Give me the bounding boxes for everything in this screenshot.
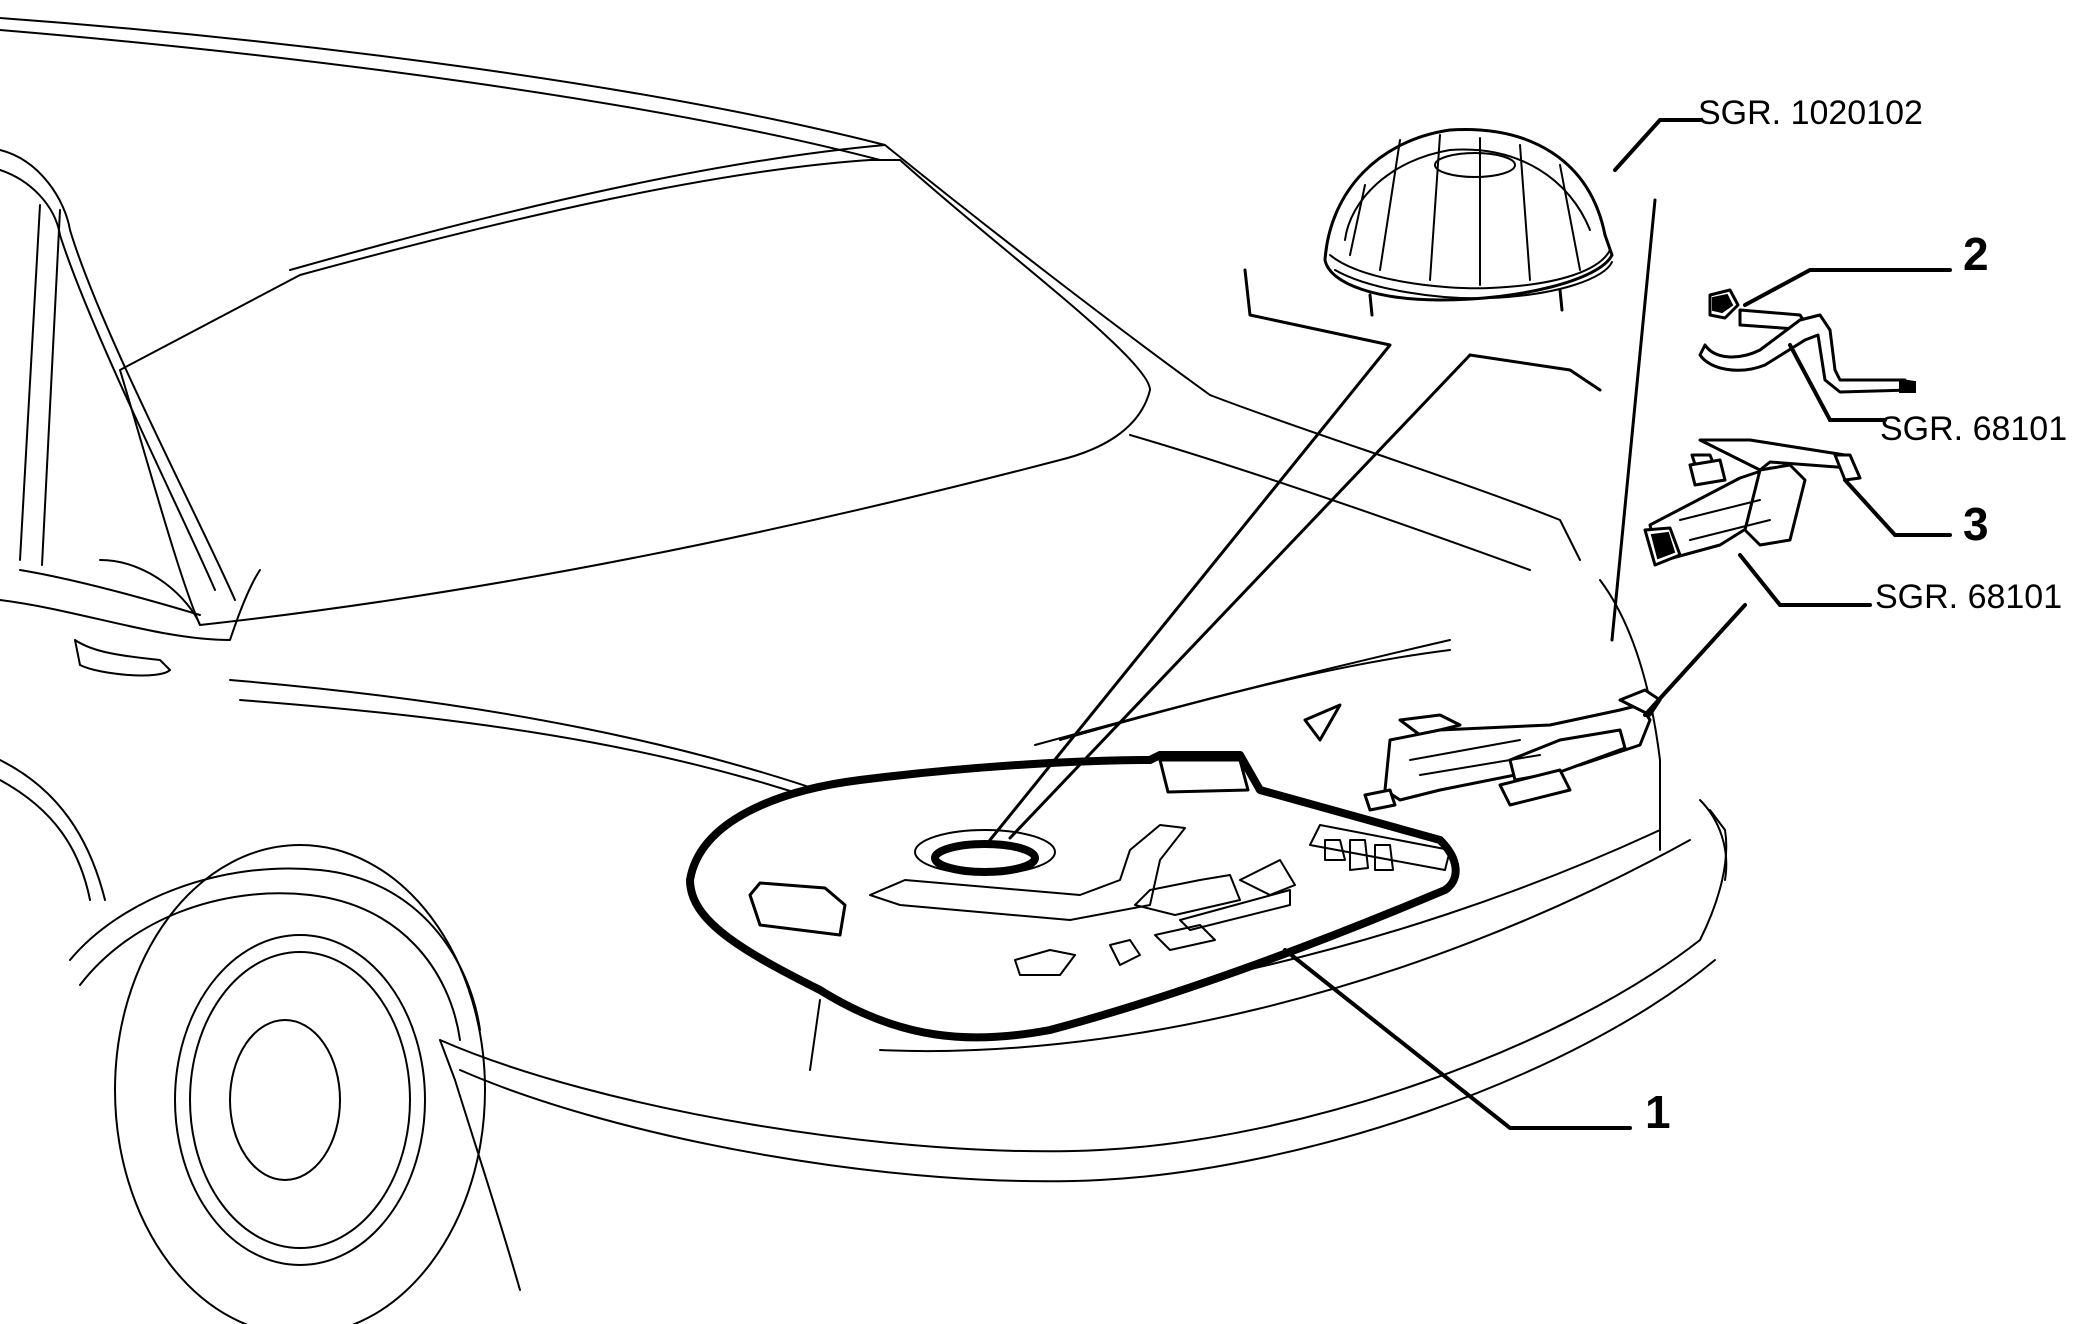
reference-number-2: 2 bbox=[1963, 228, 1989, 280]
spare-wheel-tray bbox=[686, 751, 1460, 1042]
wrench-part-code: SGR. 68101 bbox=[1880, 410, 2067, 448]
scissor-jack bbox=[1643, 438, 1862, 567]
reference-number-3: 3 bbox=[1963, 498, 1989, 550]
spare-wheel-cover-dome bbox=[1323, 128, 1614, 317]
jack-part-code: SGR. 68101 bbox=[1875, 578, 2062, 616]
jack-in-trunk bbox=[1363, 688, 1662, 812]
car-body-outline bbox=[0, 17, 1728, 1291]
rear-wheel bbox=[114, 844, 486, 1324]
wheel-wrench bbox=[1698, 288, 1916, 394]
reference-number-1: 1 bbox=[1645, 1086, 1671, 1138]
dome-projection-lines bbox=[988, 198, 1657, 842]
dome-part-code: SGR. 1020102 bbox=[1698, 94, 1923, 132]
callout-leader-lines bbox=[1283, 118, 1952, 1130]
